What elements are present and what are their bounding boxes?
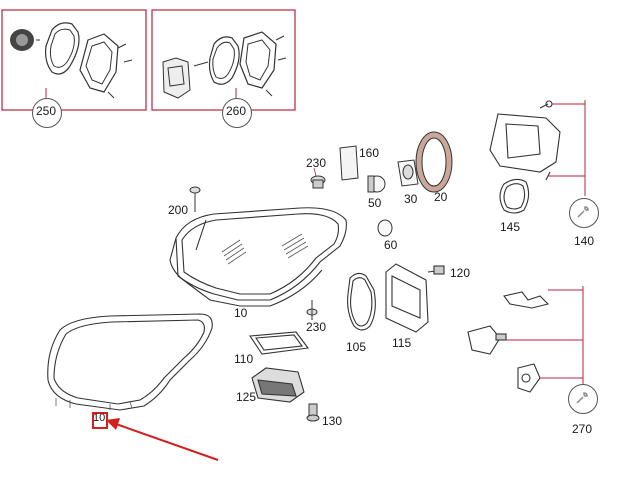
- part-label-230-top: 230: [306, 156, 327, 170]
- part-label-200: 200: [168, 203, 189, 217]
- part-label-50: 50: [368, 196, 382, 210]
- part-label-270: 270: [572, 422, 593, 436]
- inset-box-250: [1, 9, 147, 111]
- part-label-260: 260: [226, 104, 247, 118]
- part-label-160: 160: [359, 146, 380, 160]
- bulb-60: [377, 219, 393, 237]
- cap-20: [415, 131, 453, 193]
- module-115: [385, 263, 445, 333]
- screw-200: [189, 186, 201, 212]
- gasket-105: [347, 272, 376, 331]
- callout-circle-260: [222, 98, 252, 128]
- part-label-120: 120: [450, 266, 471, 280]
- wrench-icon: [576, 392, 588, 404]
- wrench-circle-140: [569, 198, 599, 228]
- headlamp-housing: [169, 207, 347, 307]
- screw-130: [306, 403, 320, 422]
- clip-230-lower: [306, 300, 318, 320]
- lens-cover: [47, 313, 213, 411]
- leader-270: [506, 286, 584, 384]
- highlight-box-10[interactable]: [92, 412, 108, 429]
- gasket-110: [249, 331, 310, 355]
- wrench-icon: [577, 206, 589, 218]
- part-label-20: 20: [434, 190, 448, 204]
- part-label-105: 105: [346, 340, 367, 354]
- part-label-125: 125: [236, 390, 257, 404]
- part-label-140: 140: [574, 234, 595, 248]
- part-label-130: 130: [322, 414, 343, 428]
- part-label-230-lower: 230: [306, 320, 327, 334]
- bulb-30: [397, 159, 419, 187]
- part-label-60: 60: [384, 238, 398, 252]
- module-125: [251, 367, 305, 403]
- part-label-250: 250: [36, 104, 57, 118]
- part-label-115: 115: [392, 336, 412, 350]
- leader-140: [548, 100, 586, 196]
- part-label-10-housing: 10: [234, 306, 248, 320]
- callout-circle-250: [32, 98, 62, 128]
- part-label-10-lens: 10: [93, 412, 106, 424]
- card-160: [339, 145, 359, 181]
- clip-230: [310, 175, 326, 189]
- highlight-arrow: [106, 418, 219, 461]
- bulb-50: [367, 175, 386, 193]
- inset-box-260: [151, 9, 296, 111]
- clips-270: [467, 291, 550, 393]
- part-label-110: 110: [234, 352, 254, 366]
- part-label-30: 30: [404, 192, 418, 206]
- wrench-circle-270: [568, 384, 598, 414]
- module-145: [489, 100, 561, 214]
- part-label-145: 145: [500, 220, 521, 234]
